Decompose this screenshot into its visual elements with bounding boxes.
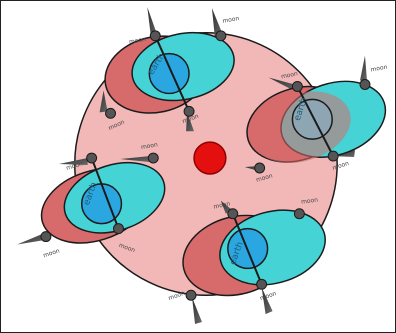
group-right-node-d	[328, 151, 338, 161]
group-bottom-node-a	[228, 209, 238, 219]
group-top-node-c	[106, 108, 116, 118]
group-left-moon-label-c: moon	[42, 247, 60, 259]
group-bottom-moon-label-c: moon	[167, 290, 185, 302]
group-bottom-spike-c	[192, 297, 202, 324]
group-right-moon-label-b: moon	[370, 64, 388, 74]
sun-center-dot	[194, 142, 226, 174]
group-right-node-c	[255, 163, 265, 173]
group-bottom-node-d	[257, 279, 267, 289]
group-left-node-b	[148, 153, 158, 163]
group-bottom-node-b	[294, 209, 304, 219]
group-bottom-node-c	[186, 290, 196, 300]
group-top-moon-label-b: moon	[222, 15, 240, 25]
group-left-node-c	[41, 232, 51, 242]
group-bottom-moon-label-d: moon	[259, 290, 277, 302]
group-left-node-a	[87, 153, 97, 163]
group-top-node-a	[150, 31, 160, 41]
group-left-node-d	[114, 224, 124, 234]
group-right-node-a	[292, 82, 302, 92]
group-right-spike-b	[360, 56, 367, 81]
group-top-node-b	[216, 31, 226, 41]
group-right-node-b	[360, 80, 370, 90]
